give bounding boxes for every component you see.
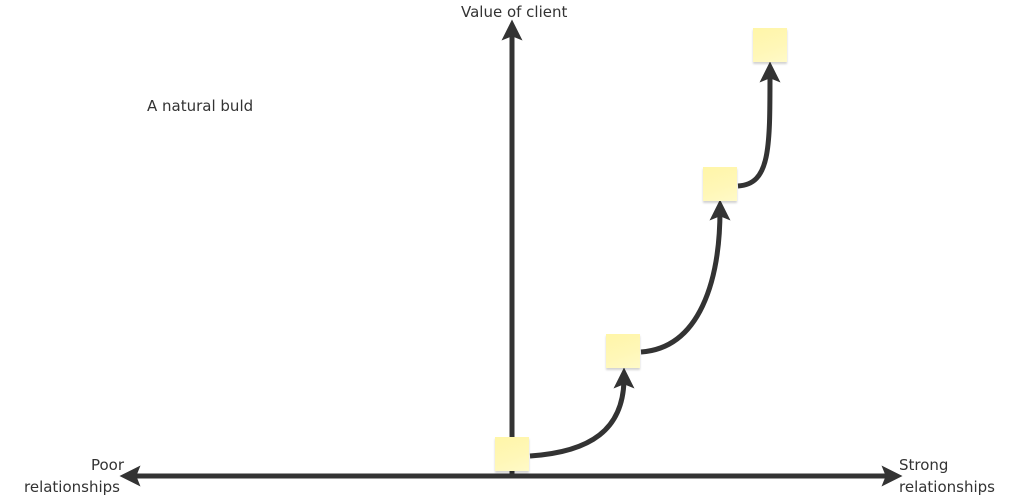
connector-arrow-1 xyxy=(529,367,635,459)
connector-arrow-3 xyxy=(737,61,781,189)
connector-arrow-2 xyxy=(640,199,731,355)
diagram-title: A natural buld xyxy=(147,97,254,115)
x-axis-right-label-line1: Strong xyxy=(899,456,949,474)
sticky-note-2[interactable] xyxy=(606,334,640,368)
y-axis-label: Value of client xyxy=(461,3,568,21)
sticky-note-1[interactable] xyxy=(495,437,529,471)
sticky-note-3[interactable] xyxy=(703,167,737,201)
x-axis-right-label-line2: relationships xyxy=(899,478,995,496)
x-axis-left-label-line2: relationships xyxy=(24,478,120,496)
x-axis-left-label: Poor xyxy=(80,455,124,475)
x-left-line1: Poor xyxy=(90,456,124,474)
sticky-note-4[interactable] xyxy=(753,28,787,62)
